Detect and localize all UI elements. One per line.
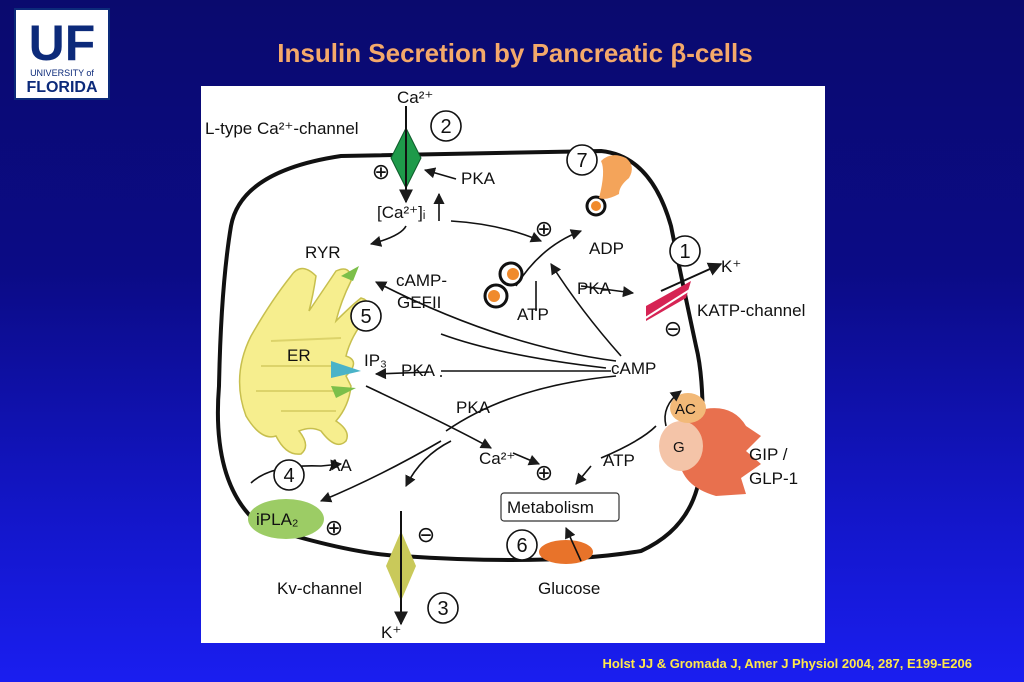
- label-ca-mid: Ca²⁺: [479, 449, 515, 468]
- step-4-number: 4: [283, 465, 294, 487]
- label-ca-top: Ca²⁺: [397, 88, 433, 107]
- ipla2-enzyme: [248, 499, 324, 539]
- step-2-number: 2: [440, 116, 451, 138]
- step-2-circle: [430, 110, 462, 142]
- label-atp-1: ATP: [517, 305, 549, 324]
- label-metabolism: Metabolism: [507, 498, 594, 517]
- plus-sign-metabolism: ⊕: [535, 460, 553, 485]
- label-ipla2: iPLA₂: [256, 510, 299, 529]
- label-gip-1: GIP /: [749, 445, 788, 464]
- label-camp: cAMP: [611, 359, 656, 378]
- label-ca-i: [Ca²⁺]ᵢ: [377, 203, 426, 222]
- label-adp: ADP: [589, 239, 624, 258]
- label-katp-channel: KATP-channel: [697, 301, 805, 320]
- step-3-number: 3: [437, 598, 448, 620]
- label-pka-3: PKA: [456, 398, 491, 417]
- uf-logo-icon: UF UNIVERSITY of FLORIDA: [26, 15, 98, 96]
- slide-title-text: Insulin Secretion by Pancreatic β-cells: [277, 38, 753, 68]
- label-er: ER: [287, 346, 311, 365]
- label-kv-channel: Kv-channel: [277, 579, 362, 598]
- exocytosis-granule: [599, 155, 632, 199]
- minus-sign-kv: ⊖: [417, 522, 435, 547]
- label-camp-gefii-2: GEFII: [397, 293, 441, 312]
- university-logo: UF UNIVERSITY of FLORIDA: [14, 8, 110, 100]
- label-g: G: [673, 439, 685, 456]
- label-aa: AA: [329, 456, 352, 475]
- label-pka-2: PKA: [401, 361, 436, 380]
- step-7-number: 7: [576, 150, 587, 172]
- label-pka-4: PKA: [577, 279, 612, 298]
- step-6-circle: [506, 529, 538, 561]
- step-1-number: 1: [679, 241, 690, 263]
- label-l-type-channel: L-type Ca²⁺-channel: [205, 119, 359, 138]
- step-6-number: 6: [516, 535, 527, 557]
- minus-sign-katp: ⊖: [664, 316, 682, 341]
- step-4-circle: [273, 459, 305, 491]
- step-7-circle: [566, 144, 598, 176]
- g-protein: [659, 421, 703, 471]
- beta-cell-diagram: 7 2 1 5 4 6 3 ⊕ ⊕ ⊖ ⊕ ⊖ ⊕ Ca²⁺ L-type Ca…: [205, 88, 805, 642]
- logo-university: UNIVERSITY of: [30, 68, 94, 78]
- label-ac: AC: [675, 401, 696, 418]
- plus-sign-ipla2: ⊕: [325, 515, 343, 540]
- label-k-plus-1: K⁺: [721, 257, 741, 276]
- gip-glp1-receptor: [677, 408, 761, 496]
- plus-sign-l-type: ⊕: [372, 159, 390, 184]
- step-1-circle: [669, 235, 701, 267]
- label-ryr: RYR: [305, 243, 341, 262]
- logo-florida: FLORIDA: [26, 79, 98, 96]
- label-camp-gefii-1: cAMP-: [396, 271, 447, 290]
- metabolism-box: [500, 492, 620, 522]
- label-gip-2: GLP-1: [749, 469, 798, 488]
- label-ip3: IP₃: [364, 351, 387, 370]
- ryr-channel: [341, 266, 359, 281]
- cell-membrane: [215, 148, 705, 562]
- citation: Holst JJ & Gromada J, Amer J Physiol 200…: [602, 656, 972, 671]
- label-pka-1: PKA: [461, 169, 496, 188]
- label-atp-2: ATP: [603, 451, 635, 470]
- label-glucose: Glucose: [538, 579, 600, 598]
- label-k-plus-2: K⁺: [381, 623, 401, 642]
- plus-sign-exocytosis: ⊕: [535, 216, 553, 241]
- ip3-receptor: [331, 361, 361, 378]
- step-3-circle: [427, 592, 459, 624]
- step-5-number: 5: [360, 306, 371, 328]
- glucose-transporter: [539, 540, 593, 564]
- logo-letters: UF: [29, 15, 96, 71]
- diagram-panel: 7 2 1 5 4 6 3 ⊕ ⊕ ⊖ ⊕ ⊖ ⊕ Ca²⁺ L-type Ca…: [201, 86, 825, 643]
- step-5-circle: [350, 300, 382, 332]
- slide-title: Insulin Secretion by Pancreatic β-cells: [0, 38, 1024, 69]
